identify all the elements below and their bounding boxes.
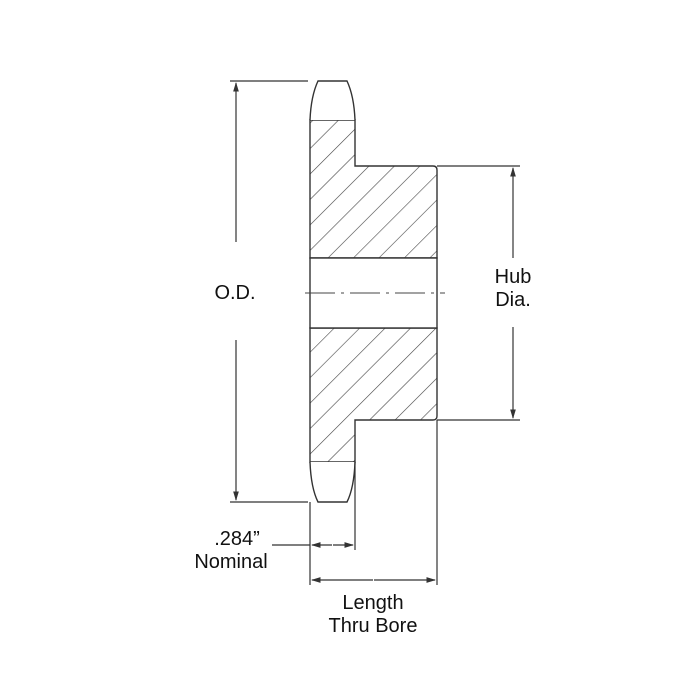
tooth-top [309,80,356,121]
od-dimension [230,80,308,503]
length-thru-bore-label: Length Thru Bore [313,592,433,638]
hatched-section-top [309,119,438,259]
hub-dia-label-line2: Dia. [495,289,531,311]
tooth-bottom [309,461,356,503]
length-label-line1: Length [342,592,404,614]
tooth-width-dimension [272,462,356,585]
hatched-section-bottom [309,327,438,463]
bore [305,257,445,329]
hub-dia-label-line1: Hub [494,266,532,288]
length-thru-bore-dimension [311,420,438,585]
tooth-width-label: .284” Nominal [176,528,286,574]
tooth-width-nominal: Nominal [194,551,268,573]
tooth-width-value: .284” [214,528,260,550]
hub-dia-label: Hub Dia. [478,266,548,312]
od-label: O.D. [214,282,256,304]
hub-dia-dimension [437,165,520,421]
length-label-line2: Thru Bore [328,615,418,637]
